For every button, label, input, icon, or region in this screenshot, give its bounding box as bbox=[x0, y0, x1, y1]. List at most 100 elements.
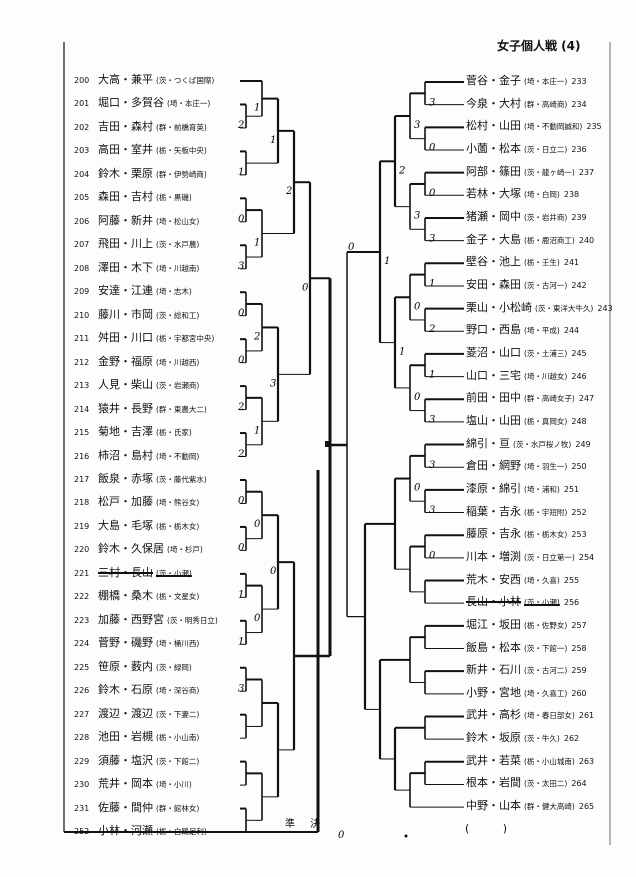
entry-name: 安達・江連 bbox=[98, 284, 153, 298]
entry-row: 菅谷・金子(埼・本庄一)233 bbox=[466, 73, 587, 89]
entry-name: 飯泉・赤塚 bbox=[98, 471, 153, 485]
entry-name: 阿藤・新井 bbox=[98, 213, 153, 227]
entry-no: 248 bbox=[571, 416, 587, 426]
entry-row: 新井・石川(茨・古河二)259 bbox=[466, 662, 587, 678]
entry-school: (群・伊勢崎商) bbox=[156, 169, 207, 179]
entry-row: 若林・大塚(埼・白岡)238 bbox=[466, 186, 579, 202]
handwritten-score: 3 bbox=[414, 120, 420, 131]
entry-name: 藤川・市岡 bbox=[98, 307, 153, 321]
handwritten-score: 1 bbox=[399, 347, 405, 358]
entry-row: 荒木・安西(埼・久喜)255 bbox=[466, 572, 579, 588]
entry-name: 漆原・綿引 bbox=[466, 481, 521, 495]
entry-name: 藤原・吉永 bbox=[466, 527, 521, 541]
entry-school: (栃・宇都宮中央) bbox=[156, 334, 215, 344]
entry-school: (茨・牛久) bbox=[524, 734, 560, 744]
handwritten-score: 0 bbox=[254, 613, 261, 624]
entry-no: 201 bbox=[74, 99, 90, 109]
handwritten-score: 1 bbox=[254, 103, 260, 114]
entry-school: (栃・宇短附) bbox=[524, 507, 568, 517]
entry-name: 吉田・森村 bbox=[98, 119, 153, 133]
entry-name: 佐藤・間仲 bbox=[98, 800, 153, 814]
entry-name: 菅谷・金子 bbox=[466, 74, 521, 87]
entry-no: 213 bbox=[74, 381, 90, 391]
entry-name: 鈴木・栗原 bbox=[98, 166, 153, 180]
entry-no: 253 bbox=[571, 530, 587, 540]
entry-row: 202 吉田・森村(群・前橋育英) bbox=[74, 119, 207, 135]
entry-name: 松戸・加藤 bbox=[98, 495, 153, 509]
handwritten-score: 0 bbox=[270, 566, 277, 577]
center-junction-mark bbox=[325, 441, 331, 447]
entry-no: 208 bbox=[74, 263, 90, 273]
entry-name: 大高・兼平 bbox=[98, 73, 153, 86]
entry-row: 根本・岩間(茨・太田二)264 bbox=[466, 775, 587, 791]
entry-school: (埼・桶川西) bbox=[156, 639, 200, 649]
entry-no: 238 bbox=[563, 190, 580, 200]
entry-no: 215 bbox=[74, 428, 90, 438]
entry-name: 前田・田中 bbox=[466, 391, 521, 405]
entry-name: 池田・岩槻 bbox=[98, 730, 153, 744]
entry-row: 堀江・坂田(栃・佐野女)257 bbox=[466, 617, 587, 633]
entry-no: 233 bbox=[571, 77, 587, 86]
entry-school: (埼・川越南) bbox=[156, 263, 200, 273]
entry-name: 阿部・篠田 bbox=[466, 164, 521, 178]
entry-no: 242 bbox=[571, 280, 587, 290]
entry-row: 菱沼・山口(茨・土浦三)245 bbox=[466, 345, 587, 361]
entry-no: 230 bbox=[74, 780, 90, 790]
entry-row: 綿引・亘(茨・水戸桜ノ牧)249 bbox=[466, 436, 591, 452]
entry-school: (茨・古河二) bbox=[524, 666, 568, 676]
entry-school: (埼・平成) bbox=[524, 326, 560, 336]
entry-name: 飯島・松本 bbox=[466, 640, 521, 654]
entry-name: 武井・若菜 bbox=[466, 753, 521, 767]
handwritten-score: 1 bbox=[238, 167, 244, 178]
entry-school: (埼・川越西) bbox=[156, 357, 200, 367]
entry-school: (群・館林女) bbox=[156, 803, 200, 813]
handwritten-score: 2 bbox=[237, 402, 244, 413]
entry-row: 長山・小林(茨・小瀬)256 bbox=[466, 594, 579, 610]
entry-row: 安田・森田(茨・古河一)242 bbox=[466, 277, 587, 293]
entry-school: (栃・小山城南) bbox=[524, 756, 575, 766]
entry-row: 阿部・篠田(茨・龍ヶ崎一)237 bbox=[466, 164, 594, 180]
handwritten-score: 1 bbox=[429, 279, 435, 290]
entry-school: (栃・小山南) bbox=[156, 733, 200, 743]
entry-no: 252 bbox=[74, 827, 90, 837]
entry-school: (埼・春日部女) bbox=[524, 711, 575, 721]
dot-mark bbox=[404, 834, 408, 838]
entry-name: 大島・毛塚 bbox=[98, 518, 153, 532]
entry-no: 254 bbox=[578, 552, 595, 562]
handwritten-score: 0 bbox=[254, 519, 261, 530]
entry-school: (茨・総和工) bbox=[156, 310, 200, 320]
entry-row: 今泉・大村(群・高崎商)234 bbox=[466, 96, 587, 112]
entry-no: 249 bbox=[575, 439, 591, 449]
entry-name: 根本・岩間 bbox=[466, 776, 521, 790]
entry-school: (栃・文星女) bbox=[156, 592, 200, 602]
entry-name: 須藤・塩沢 bbox=[98, 753, 153, 767]
entry-no: 202 bbox=[74, 122, 90, 132]
entry-school: (埼・不動岡誠和) bbox=[524, 122, 583, 132]
entry-name: 柿沼・島村 bbox=[98, 448, 153, 462]
handwritten-score: 3 bbox=[238, 683, 244, 694]
entry-name: 壁谷・池上 bbox=[466, 255, 521, 269]
handwritten-score: 3 bbox=[429, 505, 435, 516]
handwritten-score: 0 bbox=[238, 308, 245, 319]
entry-name: 稲葉・吉永 bbox=[466, 504, 521, 518]
entry-school: (群・前橋育英) bbox=[156, 122, 207, 132]
handwritten-score: 2 bbox=[237, 449, 244, 460]
entry-school: (茨・古河一) bbox=[524, 280, 568, 290]
entry-name: 棚橋・桑木 bbox=[98, 589, 153, 603]
handwritten-score: 0 bbox=[414, 392, 421, 403]
